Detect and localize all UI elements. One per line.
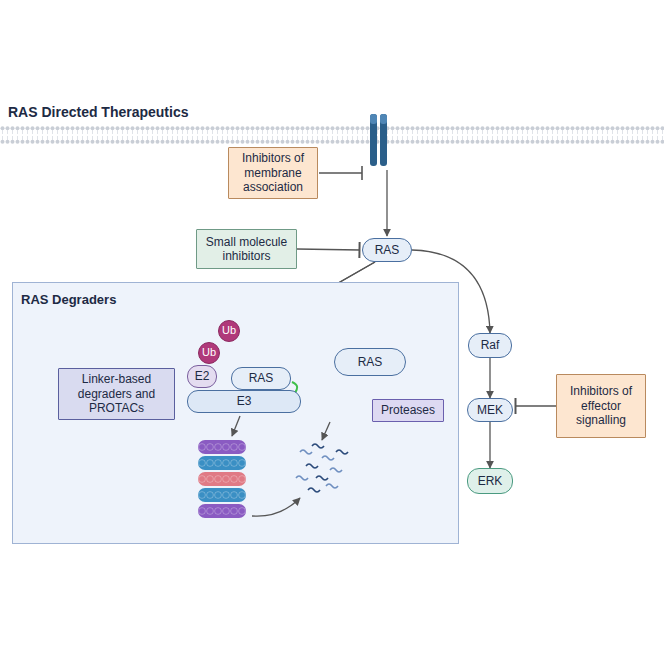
node-label: Ub [202, 346, 216, 359]
inhibitor-box: Small molecule inhibitors [196, 229, 297, 269]
node-label: Raf [481, 338, 500, 352]
region-heading: RAS Degraders [21, 292, 116, 308]
arrow-connector [489, 422, 490, 468]
e2-enzyme: E2 [187, 365, 217, 388]
node-label: Inhibitors of membrane association [235, 151, 311, 194]
node-label: MEK [477, 403, 503, 417]
title: RAS Directed Therapeutics [8, 104, 189, 120]
ubiquitin: Ub [198, 342, 220, 364]
inhibition-connector [515, 405, 556, 406]
node-label: RAS [249, 371, 274, 385]
node-label: ERK [478, 474, 503, 488]
node-label: Inhibitors of effector signalling [563, 384, 639, 427]
activation-arrow [386, 170, 387, 236]
kinase-box: ERK [467, 468, 513, 494]
node-label: E2 [195, 369, 210, 383]
node-label: Ub [222, 324, 236, 337]
node-label: Small molecule inhibitors [203, 235, 290, 264]
node-label: E3 [237, 394, 252, 408]
receptor [370, 114, 387, 166]
degrader-region: RAS DegradersLinker-based degraders and … [12, 282, 459, 544]
degrader-box: Linker-based degraders and PROTACs [58, 368, 175, 420]
node-label: RAS [375, 243, 400, 257]
ras-protein: RAS [362, 238, 412, 262]
membrane [0, 126, 664, 144]
arrow-connector [489, 358, 490, 398]
e3-ligase: E3 [187, 390, 301, 413]
kinase-box: MEK [467, 398, 513, 422]
inhibitor-box: Inhibitors of effector signalling [556, 374, 646, 438]
ras-protein: RAS [334, 348, 406, 376]
inhibition-connector [297, 249, 360, 250]
kinase-box: Raf [468, 333, 512, 358]
ras-protein: RAS [231, 367, 291, 390]
inhibitor-box: Inhibitors of membrane association [228, 147, 318, 199]
node-label: RAS [358, 355, 383, 369]
node-label: Proteases [381, 403, 435, 417]
inhibition-bar [319, 166, 362, 180]
ubiquitin: Ub [218, 320, 240, 342]
protease-box: Proteases [372, 399, 444, 422]
node-label: Linker-based degraders and PROTACs [65, 372, 168, 415]
